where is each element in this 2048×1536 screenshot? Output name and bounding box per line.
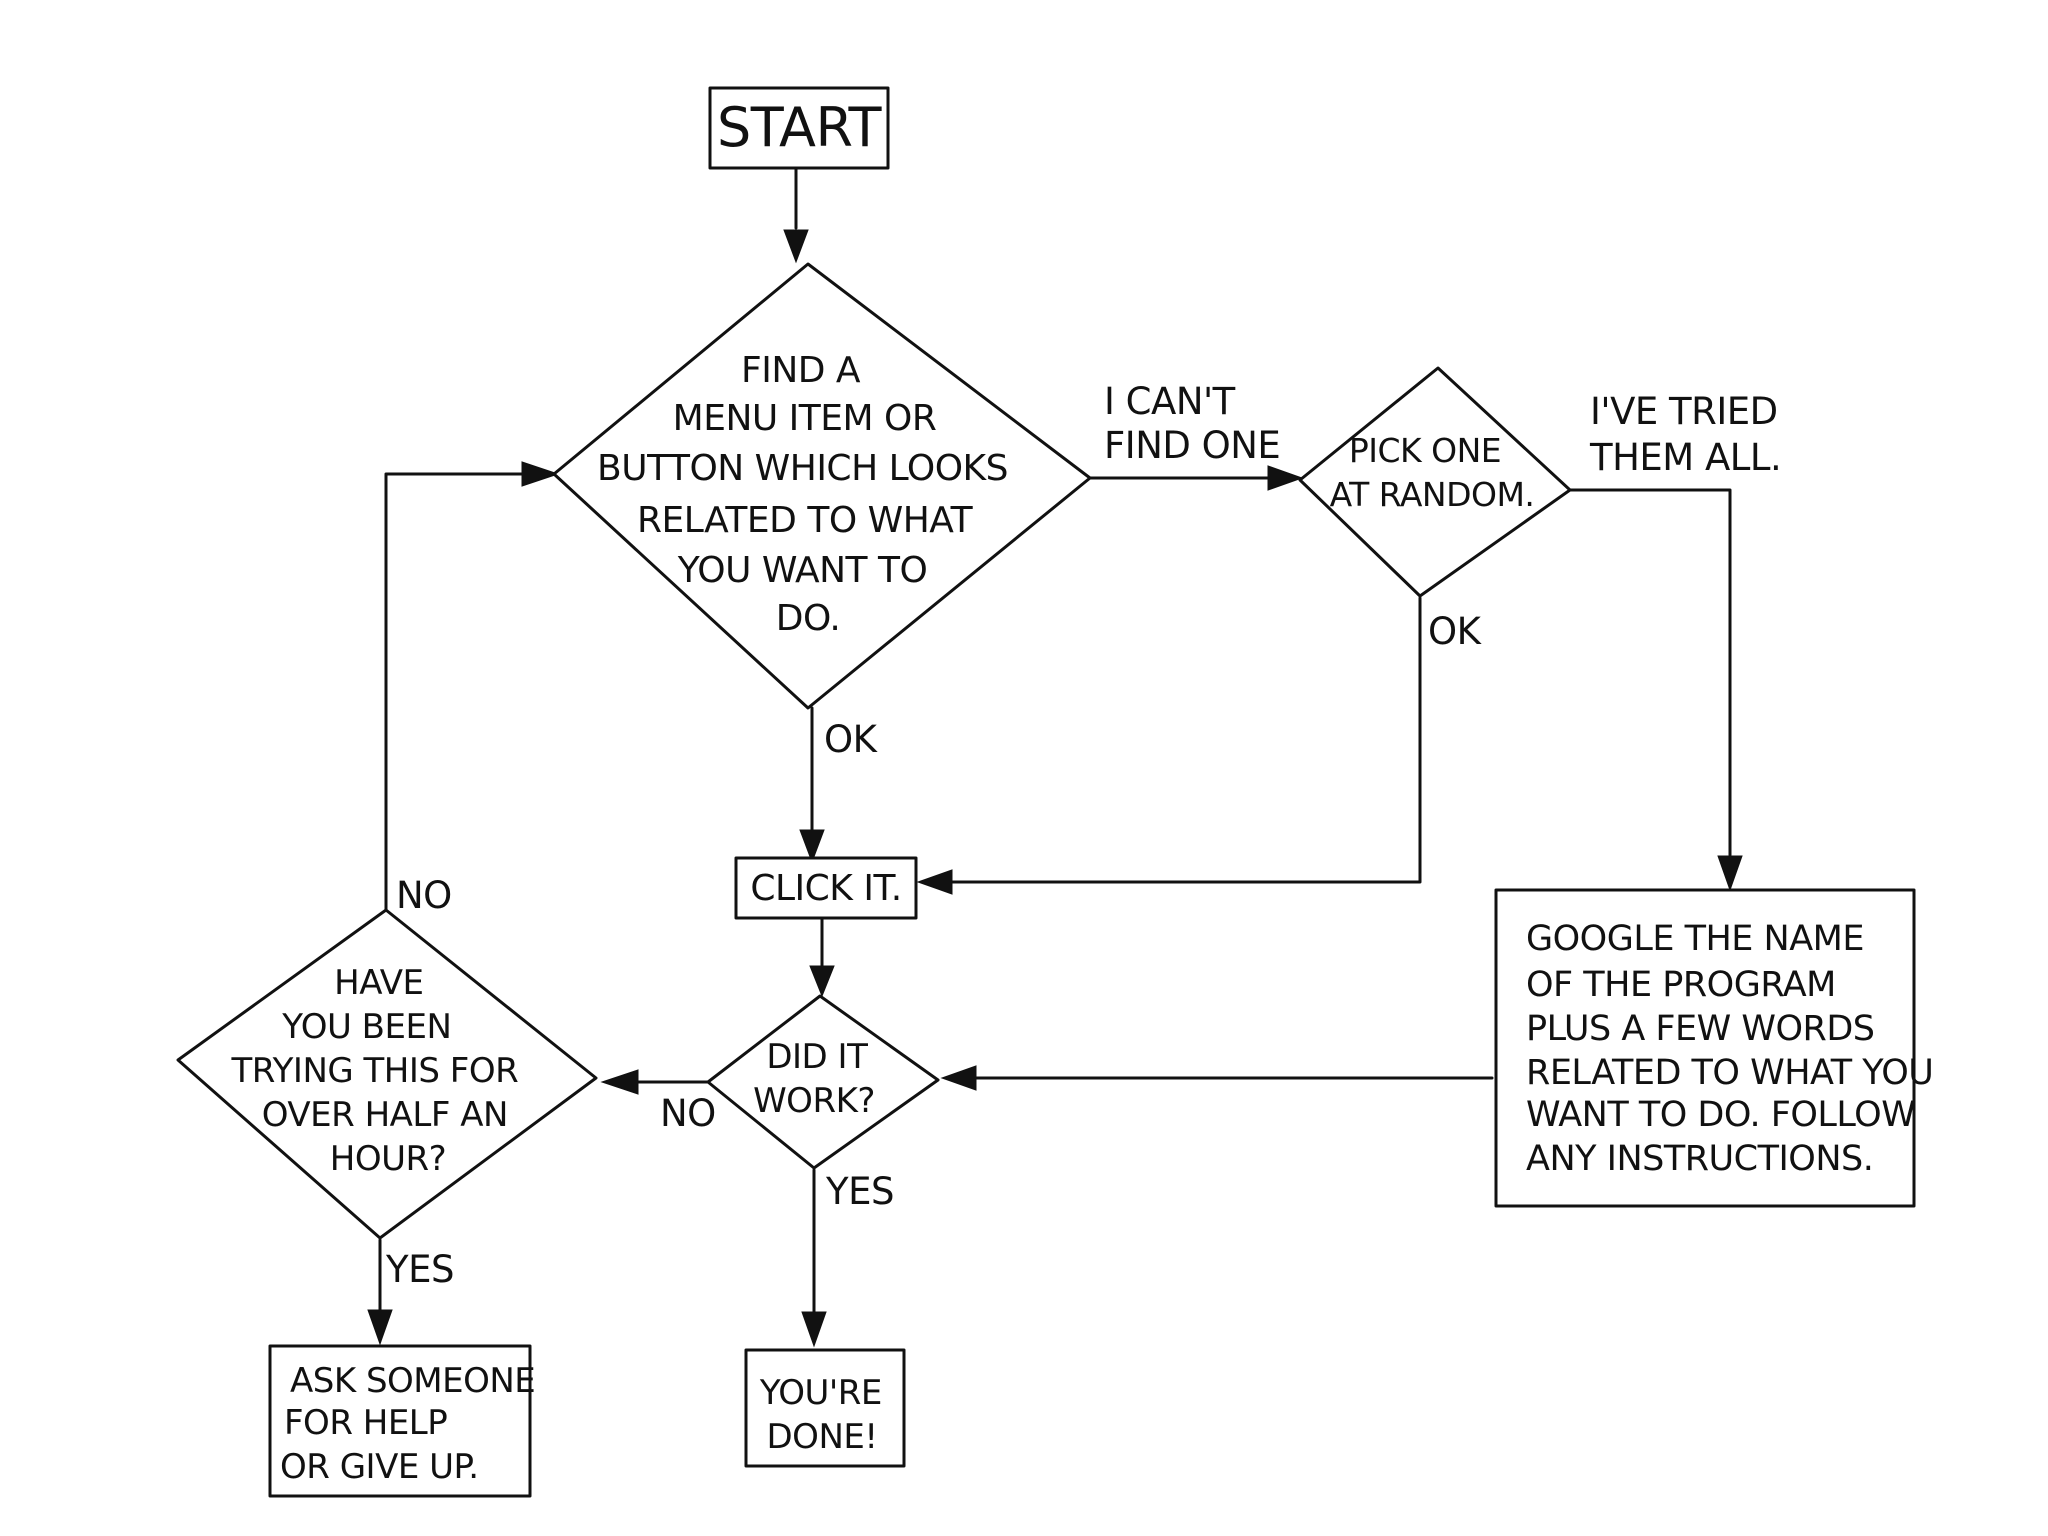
svg-text:HAVE YOU BEEN TRYI: HAVE YOU BEEN TRYING THIS FOR OVER HALF … [230, 963, 528, 1179]
node-hour-line-4: OVER HALF AN [262, 1095, 508, 1135]
svg-text:GOOGLE THE NAME OF THE P: GOOGLE THE NAME OF THE PROGRAM PLUS A FE… [1526, 919, 1944, 1179]
svg-text:PICK ONE AT RANDOM.: PICK ONE AT RANDOM. [1330, 431, 1535, 514]
node-start: START [708, 86, 890, 170]
node-google-line-5: WANT TO DO. FOLLOW [1526, 1095, 1915, 1135]
node-find-line-5: YOU WANT TO [677, 550, 928, 591]
node-start-line: START [717, 96, 883, 159]
edge-label-find-ok: OK [824, 718, 879, 761]
svg-text:ASK SOMEONE FOR HELP: ASK SOMEONE FOR HELP OR GIVE UP. [280, 1361, 546, 1487]
node-ask-line-2: FOR HELP [284, 1403, 447, 1443]
edge-label-pick-ok: OK [1428, 610, 1483, 653]
node-find-line-3: BUTTON WHICH LOOKS [597, 448, 1008, 489]
edge-label-tried-all-2: THEM ALL. [1589, 436, 1781, 479]
node-hour-line-2: YOU BEEN [281, 1007, 451, 1047]
svg-text:YOU'RE DONE!: YOU'RE DONE! [759, 1373, 892, 1457]
edges [367, 166, 1743, 1348]
arrowhead-work-to-hour [600, 1069, 639, 1095]
node-find-line-1: FIND A [741, 350, 861, 391]
arrowhead-click-to-work [809, 965, 835, 998]
node-click-line: CLICK IT. [750, 868, 901, 909]
edge-pick-to-click [948, 596, 1422, 884]
edge-label-work-no: NO [660, 1092, 716, 1135]
node-find-menu-item: FIND A MENU ITEM OR BUTTON WHICH LOOKS R… [552, 262, 1092, 710]
node-click-it: CLICK IT. [734, 856, 918, 920]
edge-label-cant-find-1: I CAN'T [1104, 380, 1236, 423]
edge-label-work-yes: YES [825, 1170, 894, 1213]
arrowhead-pick-to-google [1717, 855, 1743, 892]
edge-pick-to-google [1568, 488, 1732, 857]
node-find-line-2: MENU ITEM OR [673, 398, 937, 439]
node-find-line-4: RELATED TO WHAT [637, 500, 974, 541]
node-google-line-4: RELATED TO WHAT YOU [1526, 1053, 1933, 1093]
node-pick-line-1: PICK ONE [1349, 431, 1501, 470]
edge-label-hour-no: NO [396, 874, 452, 917]
arrowhead-work-to-done [801, 1311, 827, 1348]
svg-text:START: START [717, 96, 883, 159]
node-done: YOU'RE DONE! [744, 1348, 906, 1468]
arrowhead-find-to-click [799, 829, 825, 864]
node-ask-line-1: ASK SOMEONE [290, 1361, 535, 1401]
arrowhead-pick-to-click [916, 869, 953, 895]
arrowhead-find-to-pick [1267, 465, 1304, 491]
svg-text:DID IT WORK?: DID IT WORK? [753, 1037, 878, 1121]
svg-text:FIND A MENU ITEM OR: FIND A MENU ITEM OR BUTTON WHICH LOOKS R… [597, 350, 1019, 639]
node-google-line-2: OF THE PROGRAM [1526, 965, 1836, 1005]
node-done-line-1: YOU'RE [759, 1373, 882, 1413]
node-did-it-work: DID IT WORK? [706, 994, 940, 1170]
node-done-line-2: DONE! [767, 1417, 878, 1457]
node-find-line-6: DO. [776, 598, 841, 639]
node-work-line-1: DID IT [766, 1037, 868, 1077]
node-pick-random: PICK ONE AT RANDOM. [1298, 366, 1572, 598]
node-google-it: GOOGLE THE NAME OF THE PROGRAM PLUS A FE… [1494, 888, 1944, 1208]
arrowhead-start-to-find [783, 229, 809, 264]
arrowhead-hour-to-ask [367, 1309, 393, 1346]
node-hour-line-1: HAVE [334, 963, 423, 1003]
arrowhead-google-to-work [940, 1065, 977, 1091]
edge-labels: I CAN'T FIND ONE I'VE TRIED THEM ALL. OK… [385, 380, 1789, 1291]
node-work-line-2: WORK? [753, 1081, 875, 1121]
node-google-line-3: PLUS A FEW WORDS [1526, 1009, 1875, 1049]
node-hour-line-3: TRYING THIS FOR [230, 1051, 518, 1091]
node-google-line-6: ANY INSTRUCTIONS. [1526, 1139, 1873, 1179]
edge-label-hour-yes: YES [385, 1248, 454, 1291]
node-ask-line-3: OR GIVE UP. [280, 1447, 479, 1487]
svg-text:I'VE TRIED THEM ALL.: I'VE TRIED THEM ALL. [1589, 390, 1789, 479]
edge-hour-to-find [384, 472, 524, 912]
edge-label-cant-find-2: FIND ONE [1104, 424, 1280, 467]
arrowhead-hour-to-find [521, 461, 560, 487]
svg-text:I CAN'T FIND ONE: I CAN'T FIND ONE [1104, 380, 1280, 467]
node-hour-line-5: HOUR? [330, 1139, 446, 1179]
node-google-line-1: GOOGLE THE NAME [1526, 919, 1864, 959]
node-half-hour: HAVE YOU BEEN TRYING THIS FOR OVER HALF … [176, 908, 598, 1240]
edge-label-tried-all-1: I'VE TRIED [1590, 390, 1778, 433]
node-pick-line-2: AT RANDOM. [1330, 475, 1535, 514]
node-ask-help: ASK SOMEONE FOR HELP OR GIVE UP. [268, 1344, 546, 1498]
svg-text:CLICK IT.: CLICK IT. [750, 868, 901, 909]
